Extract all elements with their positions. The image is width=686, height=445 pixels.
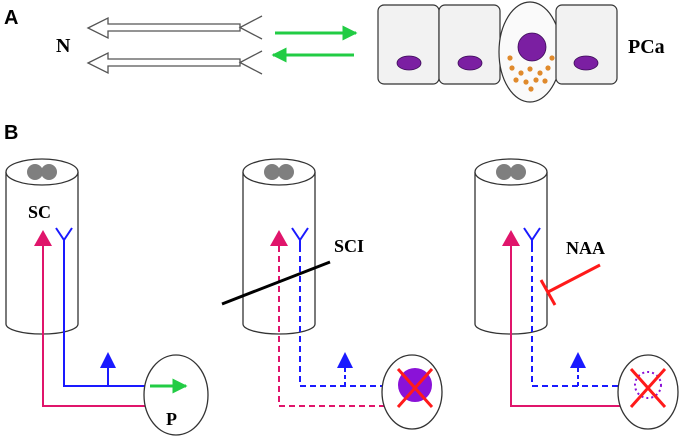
scenario-intact: SC P xyxy=(5,158,209,436)
gray-matter xyxy=(27,164,57,180)
scenario-sci: SCI xyxy=(221,158,443,430)
gray-matter xyxy=(496,164,526,180)
granule xyxy=(537,70,543,76)
block-x-icon xyxy=(629,367,667,409)
nucleus xyxy=(457,55,483,71)
panel-b-label: B xyxy=(4,122,18,144)
epithelial-cell xyxy=(555,4,618,85)
prostate-label: P xyxy=(166,409,177,429)
granule xyxy=(518,70,524,76)
sympathetic-neuron-icon xyxy=(270,230,288,246)
secretory-granules xyxy=(507,55,555,92)
drug-label: NAA xyxy=(566,238,605,258)
parasympathetic-pathway-severed xyxy=(299,246,392,387)
granule xyxy=(527,66,533,72)
sympathetic-pathway xyxy=(42,246,154,407)
granule xyxy=(523,79,529,85)
granule xyxy=(528,86,534,92)
granule xyxy=(507,55,513,61)
scenario-naa: NAA xyxy=(474,158,679,430)
epithelial-cell xyxy=(438,4,501,85)
panel-a: A N xyxy=(4,1,665,103)
granule xyxy=(513,77,519,83)
sympathetic-pathway xyxy=(510,246,620,407)
granule xyxy=(542,78,548,84)
inhibitor-icon xyxy=(539,263,601,306)
granule xyxy=(509,65,515,71)
epithelial-cell xyxy=(377,4,440,85)
nerve-fiber-terminal-bottom xyxy=(238,50,263,75)
lesion-line xyxy=(221,260,331,306)
prostate xyxy=(143,354,209,436)
ganglion-neuron-icon xyxy=(100,352,116,368)
lesion-label: SCI xyxy=(334,236,364,256)
spinal-cord xyxy=(242,158,316,335)
granule xyxy=(545,65,551,71)
nerve-fiber-top xyxy=(86,16,241,40)
block-x-icon xyxy=(396,367,434,409)
sympathetic-pathway-severed xyxy=(278,246,388,407)
prostate xyxy=(617,354,679,430)
granule xyxy=(549,55,555,61)
cancer-nucleus xyxy=(517,32,547,62)
parasympathetic-pathway-blocked xyxy=(531,246,622,387)
spinal-cord-label: SC xyxy=(28,202,51,222)
epithelium xyxy=(377,1,618,103)
granule xyxy=(533,77,539,83)
ganglion-neuron-icon xyxy=(337,352,353,368)
parasympathetic-pathway xyxy=(63,246,150,387)
sympathetic-neuron-icon xyxy=(34,230,52,246)
nucleus xyxy=(396,55,422,71)
gray-matter xyxy=(264,164,294,180)
nerve-label: N xyxy=(56,35,71,57)
nerve-fibers xyxy=(86,15,263,75)
nerve-fiber-bottom xyxy=(86,51,241,75)
nuclei xyxy=(396,32,599,71)
tumor-label: PCa xyxy=(628,36,665,58)
nerve-fiber-terminal-top xyxy=(238,15,263,40)
regressed-nucleus xyxy=(634,371,662,399)
nucleus xyxy=(573,55,599,71)
ganglion-neuron-icon xyxy=(570,352,586,368)
sympathetic-neuron-icon xyxy=(502,230,520,246)
panel-a-label: A xyxy=(4,7,18,29)
